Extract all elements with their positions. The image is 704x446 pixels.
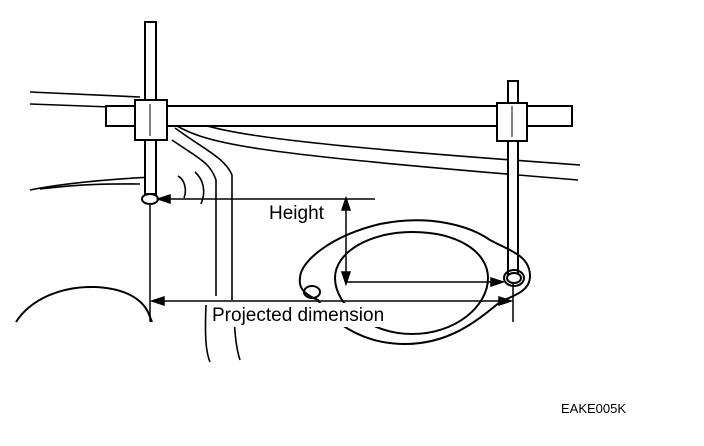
left-pointer-tip [141,193,159,205]
right-pointer-tip [506,272,522,284]
dimension-lines [149,193,514,322]
figure-code: EAKE005K [561,401,626,416]
right-pointer-rod [496,80,528,284]
left-pointer-rod [134,21,168,205]
height-label: Height [269,203,325,224]
tram-gauge-bar [105,105,573,127]
tire-outline [15,285,153,323]
projected-dimension-label: Projected dimension [212,305,384,326]
